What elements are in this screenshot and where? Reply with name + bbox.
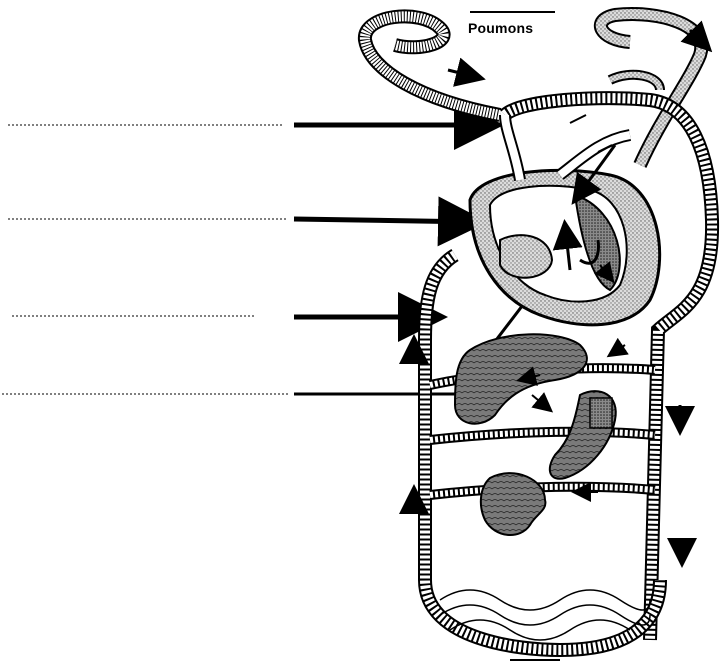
answer-lines [2,125,288,394]
lungs-vessels [365,12,708,165]
pointer-arrow-2 [294,219,478,222]
intestine [481,473,546,535]
organ-label-lungs: Poumons [468,20,533,36]
heart [470,115,660,325]
